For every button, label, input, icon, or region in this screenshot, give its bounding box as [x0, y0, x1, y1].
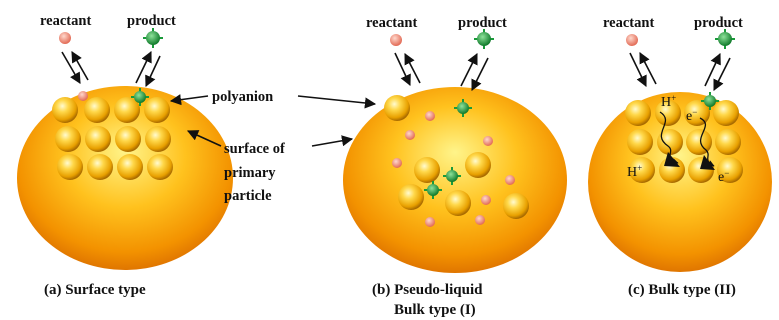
- product-molecule-b: [474, 29, 494, 49]
- panel-a-surface-type: reactant product (a) Surface type: [17, 13, 233, 298]
- product-label-b: product: [458, 15, 507, 31]
- dispersed-products-b: [424, 99, 472, 199]
- product-molecule-a: [143, 28, 163, 48]
- adsorbed-reactant-a: [78, 91, 88, 101]
- electron-label-bottom: e−: [718, 168, 729, 185]
- adsorbed-product-c: [701, 92, 719, 110]
- exchange-arrows-b: [394, 52, 489, 92]
- reactant-label-c: reactant: [603, 15, 654, 31]
- surface-label-line1: surface of: [224, 141, 285, 157]
- shared-labels: polyanion surface of primary particle: [169, 89, 377, 204]
- reactant-label-a: reactant: [40, 13, 91, 29]
- proton-label-bottom: H+: [627, 163, 642, 180]
- sphere-lattice-c: [625, 100, 743, 183]
- product-label-c: product: [694, 15, 743, 31]
- product-molecule-c: [715, 29, 735, 49]
- reactant-molecule-c: [626, 34, 638, 46]
- sphere-lattice-a: [52, 97, 173, 180]
- proton-label-top: H+: [661, 93, 676, 110]
- caption-c: (c) Bulk type (II): [628, 282, 736, 298]
- panel-b-pseudo-liquid: reactant product (b) Pseudo-liquid Bulk …: [343, 15, 567, 318]
- caption-a: (a) Surface type: [44, 282, 146, 298]
- transport-wedge-right: [700, 155, 715, 170]
- exchange-arrows-c: [629, 52, 731, 92]
- polyanion-label: polyanion: [212, 89, 273, 105]
- surface-label-line2: primary: [224, 165, 276, 181]
- pointer-arrows: [169, 94, 377, 147]
- exchange-arrows-a: [61, 50, 161, 88]
- dispersed-reactants-b: [392, 111, 515, 227]
- reactant-label-b: reactant: [366, 15, 417, 31]
- caption-b-line2: Bulk type (I): [394, 302, 476, 318]
- surface-label-line3: particle: [224, 188, 272, 204]
- reactant-molecule-a: [59, 32, 71, 44]
- transport-wedge-left: [664, 152, 680, 167]
- panel-c-bulk-type-ii: H+ e− H+ e− reactant product (c) Bulk ty…: [588, 15, 772, 298]
- product-label-a: product: [127, 13, 176, 29]
- caption-b-line1: (b) Pseudo-liquid: [372, 282, 483, 298]
- adsorbed-product-a: [131, 88, 149, 106]
- reactant-molecule-b: [390, 34, 402, 46]
- electron-label-top: e−: [686, 107, 697, 124]
- dispersed-spheres-b: [384, 95, 529, 219]
- primary-particle-c: [588, 92, 772, 272]
